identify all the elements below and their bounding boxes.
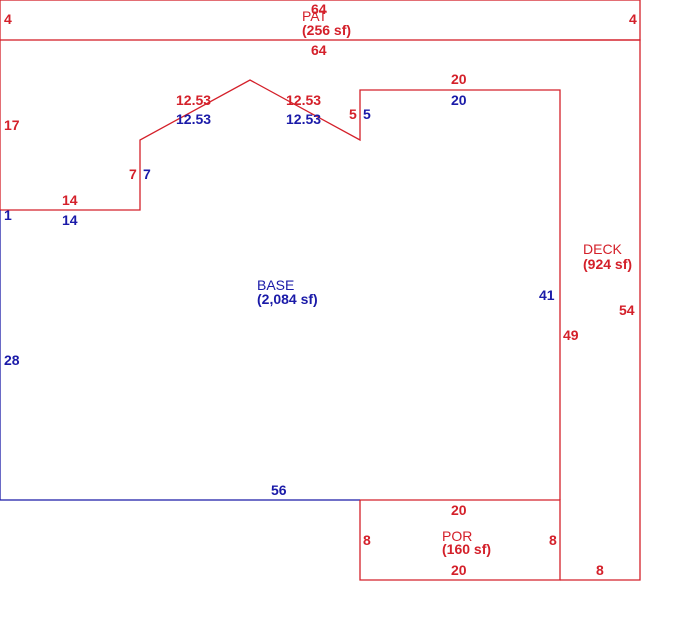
dim-por-left: 8 [363,532,371,548]
por-size: (160 sf) [442,541,491,557]
dim-step-left-red: 14 [62,192,78,208]
dim-base-right-red: 49 [563,327,579,343]
dim-step-left-blue: 14 [62,212,78,228]
dim-base-right-blue: 41 [539,287,555,303]
base-outline-upper [0,40,561,500]
deck-size: (924 sf) [583,256,632,272]
por-outline [359,499,561,581]
dim-roof-right-blue: 12.53 [286,111,321,127]
pat-outline [0,0,641,41]
dim-step-small: 1 [4,207,12,223]
pat-name: PAT [302,8,328,24]
dim-deck-bottom: 8 [596,562,604,578]
dim-base-left-top: 17 [4,117,20,133]
dim-notch-blue: 5 [363,106,371,122]
dim-base-bottom: 56 [271,482,287,498]
deck-outline [560,39,641,581]
dim-pat-bottom: 64 [311,42,327,58]
deck-name: DECK [583,241,623,257]
dim-roof-right-red: 12.53 [286,92,321,108]
dim-por-right: 8 [549,532,557,548]
base-size: (2,084 sf) [257,291,318,307]
dim-pat-right: 4 [629,11,637,27]
dim-base-left-bottom: 28 [4,352,20,368]
pat-size: (256 sf) [302,22,351,38]
dim-pat-top: 64 [311,1,327,17]
dim-top-right-blue: 20 [451,92,467,108]
dim-deck-right: 54 [619,302,635,318]
dim-notch-red: 5 [349,106,357,122]
dim-roof-left-blue: 12.53 [176,111,211,127]
base-outline-lower [0,210,360,501]
dim-por-top: 20 [451,502,467,518]
base-name: BASE [257,277,294,293]
dim-roof-left-red: 12.53 [176,92,211,108]
por-name: POR [442,528,472,544]
dim-pat-left: 4 [4,11,12,27]
dim-por-bottom: 20 [451,562,467,578]
dim-riser-red: 7 [129,166,137,182]
dim-riser-blue: 7 [143,166,151,182]
dim-top-right-red: 20 [451,71,467,87]
